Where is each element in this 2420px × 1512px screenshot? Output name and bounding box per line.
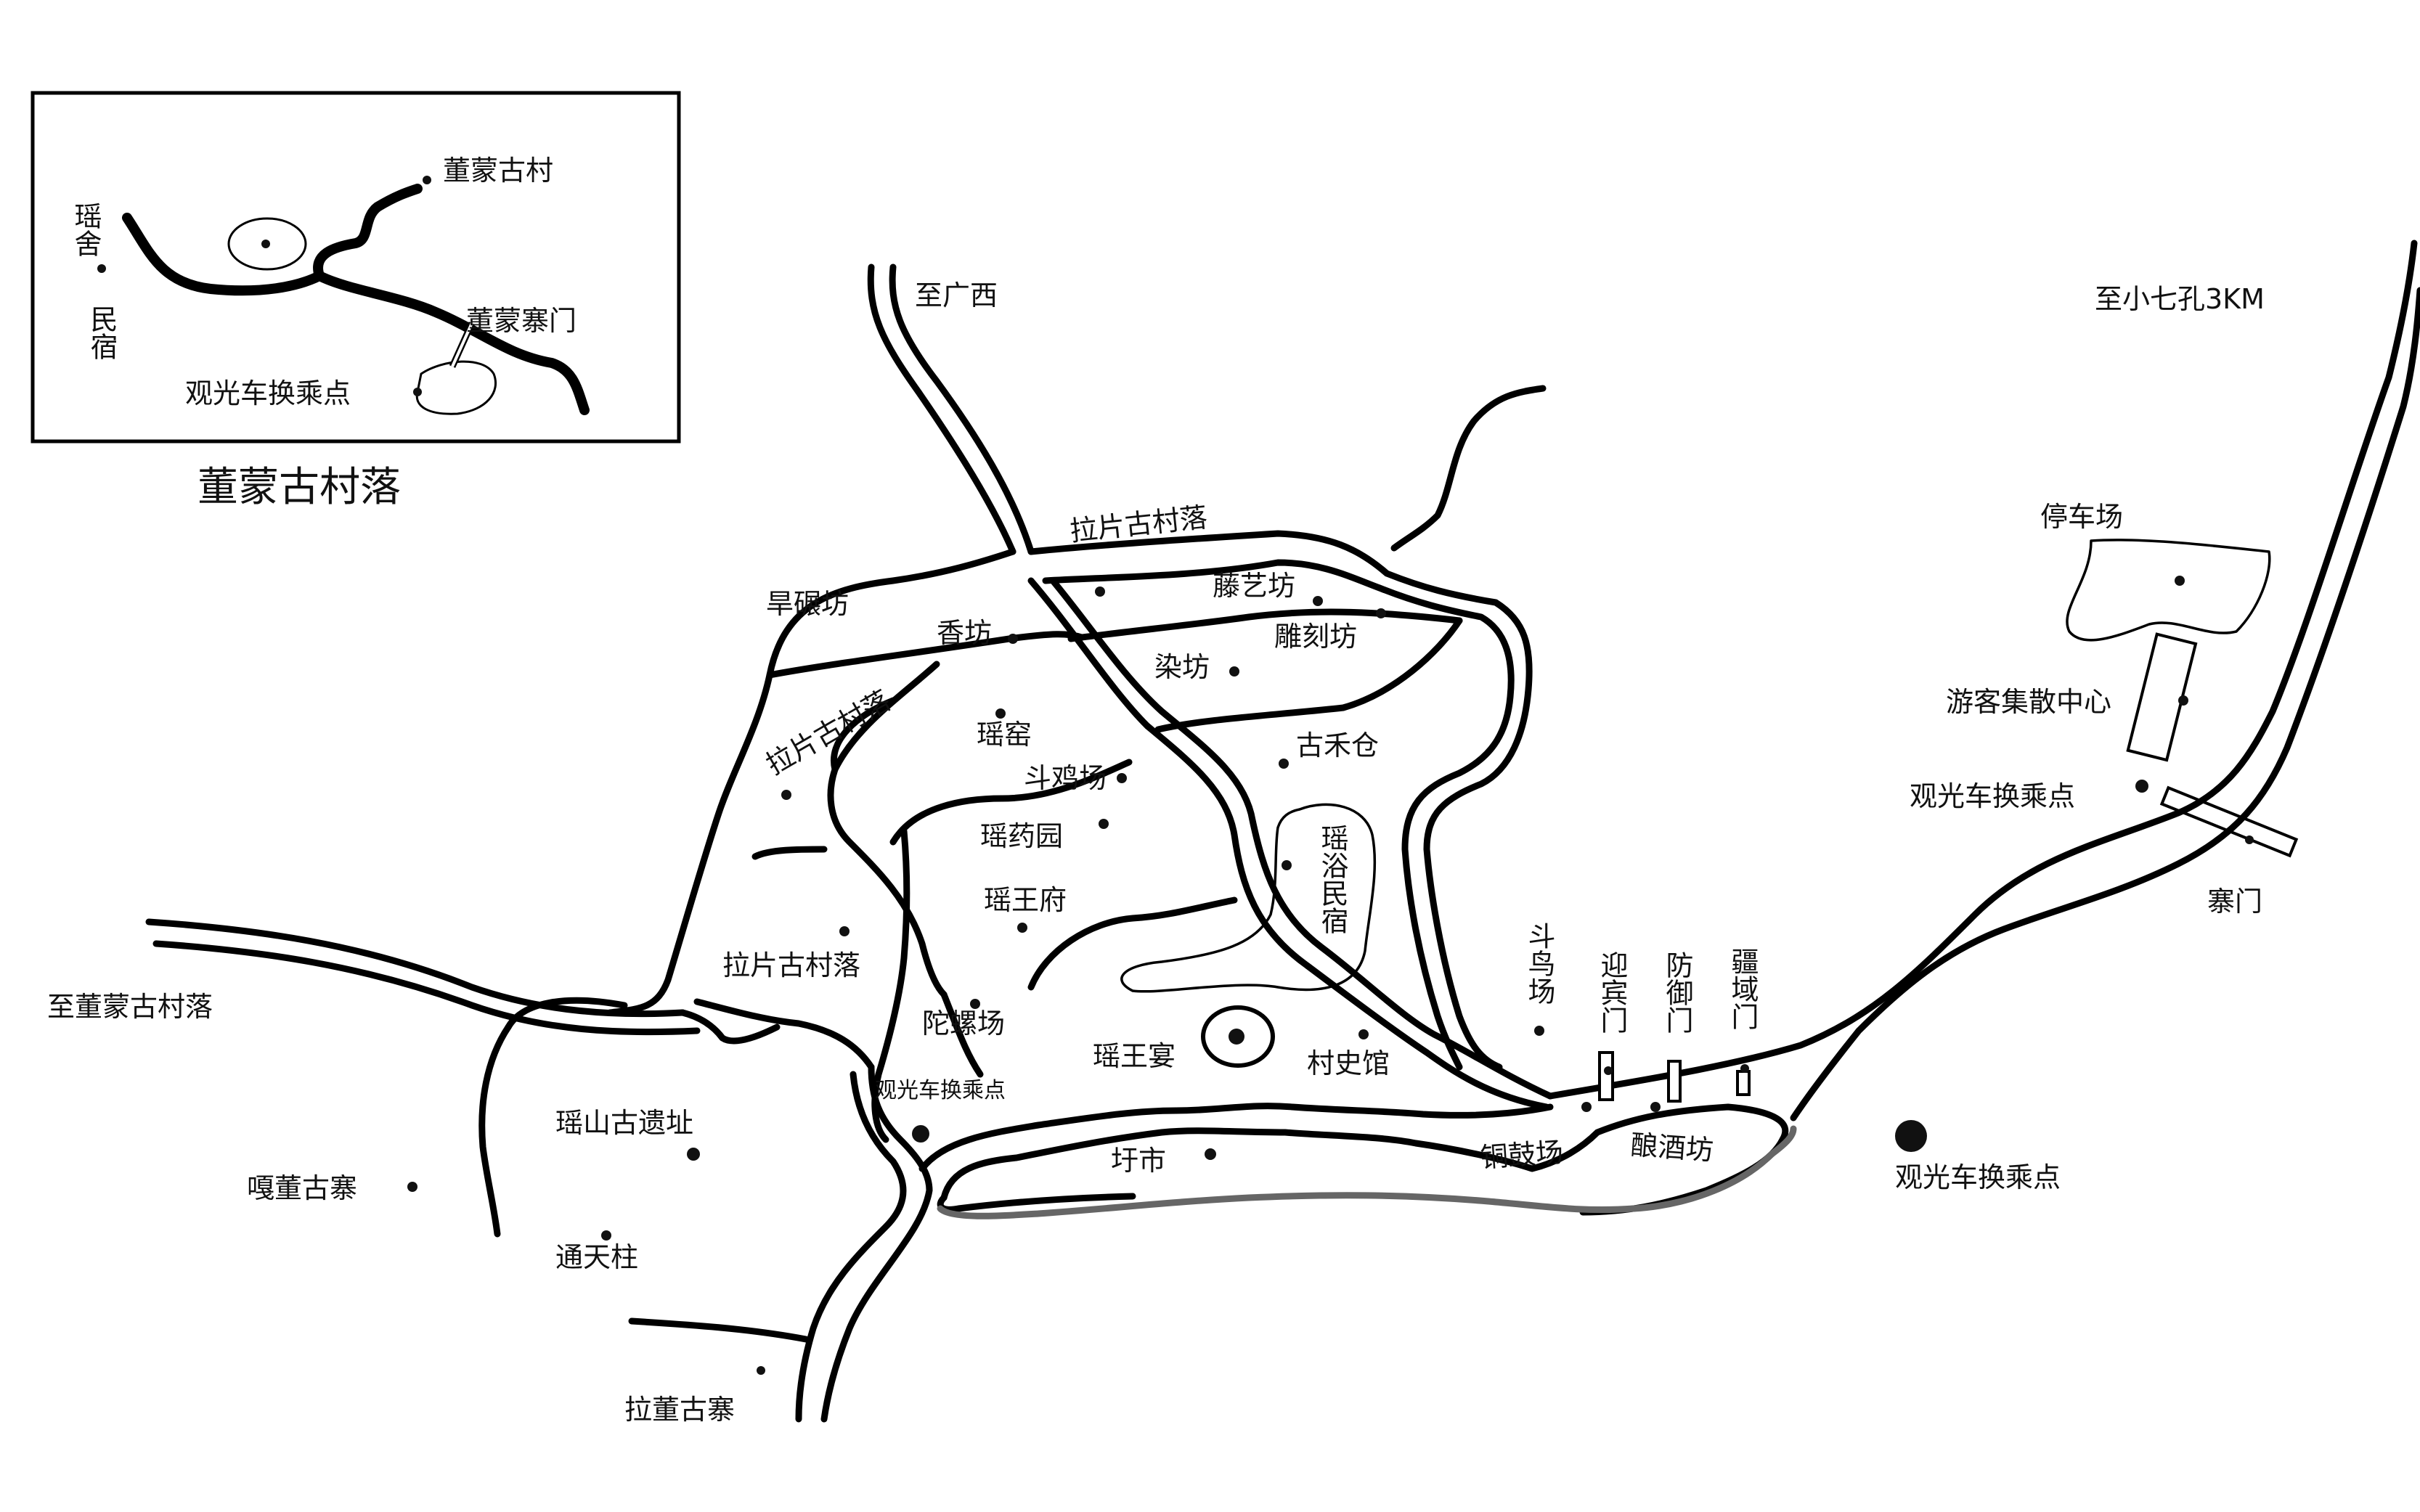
label-ranfang: 染坊 (1154, 651, 1210, 683)
label-gadong: 嘎董古寨 (247, 1172, 357, 1204)
inset-minsu-dot (97, 264, 106, 273)
inset-gate-label: 董蒙寨门 (466, 305, 577, 337)
label-yaowangfu: 瑶王府 (984, 884, 1067, 916)
gate-bar (2159, 785, 2299, 858)
inset-frame (30, 91, 681, 444)
yaowangyan-ring (1201, 1005, 1275, 1068)
label-zhaimen: 寨门 (2207, 886, 2262, 918)
label-tongtian: 通天柱 (555, 1241, 638, 1273)
label-yaoyao: 瑶窑 (977, 719, 1032, 751)
label-gumucang: 古禾仓 (1296, 730, 1379, 761)
inset-village-label: 董蒙古村 (443, 155, 553, 187)
label-fangyu: 防御门 (1661, 951, 1693, 1034)
label-yingbin: 迎宾门 (1596, 951, 1628, 1034)
fangyu-gate (1667, 1060, 1682, 1103)
inset-road (122, 213, 590, 415)
inset-area-dot (261, 240, 270, 248)
inset-minsu-label: 民宿 (86, 305, 118, 360)
inset-shuttle-dot (413, 388, 422, 396)
inset-road-branch (313, 184, 423, 281)
label-tuoluochang: 陀螺场 (922, 1008, 1005, 1039)
label-lapian-mid: 拉片古村落 (722, 949, 860, 981)
jiangyu-gate (1736, 1070, 1751, 1096)
inset-area (227, 217, 307, 271)
label-tingchechang: 停车场 (2040, 501, 2123, 533)
label-doujichang: 斗鸡场 (1024, 762, 1107, 794)
yaoyu-area (1120, 803, 1377, 993)
label-douniao: 斗鸟场 (1523, 922, 1555, 1005)
inset-village-dot (423, 176, 431, 184)
label-to-dongmeng: 至董蒙古村落 (47, 991, 213, 1023)
map-labels: 至广西 至小七孔3KM 至董蒙古村落 拉片古村落 旱碾坊 香坊 藤艺坊 雕刻坊 … (47, 279, 2265, 1426)
label-yaowangyan: 瑶王宴 (1093, 1040, 1176, 1072)
label-shuttle-big: 观光车换乘点 (1895, 1161, 2061, 1193)
label-yaoyu: 瑶浴民宿 (1316, 824, 1348, 934)
roads (145, 240, 2420, 1423)
map-points (407, 576, 2254, 1375)
label-jiangyu: 疆域门 (1727, 947, 1759, 1030)
parking-area (2066, 539, 2271, 642)
label-yaoshan: 瑶山古遗址 (555, 1107, 693, 1139)
label-to-guangxi: 至广西 (915, 279, 998, 311)
label-tonggu: 铜鼓场 (1480, 1136, 1565, 1174)
label-ladong: 拉董古寨 (624, 1394, 735, 1426)
inset-shuttle-label: 观光车换乘点 (185, 377, 351, 409)
yingbin-gate (1598, 1051, 1614, 1101)
label-xiangfang: 香坊 (937, 617, 992, 649)
label-tengyifang: 藤艺坊 (1213, 570, 1295, 602)
label-niangjiu: 酿酒坊 (1629, 1129, 1714, 1166)
features (1120, 539, 2299, 1103)
inset-shuttle-area (415, 360, 497, 415)
label-hanniangfang: 旱碾坊 (766, 588, 849, 620)
inset-caption: 董蒙古村落 (197, 464, 401, 511)
label-lapian-left: 拉片古村落 (761, 685, 897, 781)
label-to-xiaoqikong: 至小七孔3KM (2095, 283, 2265, 315)
label-shuttle-center: 观光车换乘点 (875, 1078, 1006, 1103)
label-cunshiguan: 村史馆 (1307, 1047, 1390, 1079)
label-shuttle-right: 观光车换乘点 (1910, 780, 2075, 812)
inset-map: 董蒙古村 董蒙寨门 观光车换乘点 瑶舍 民宿 (30, 91, 681, 444)
inset-yaoshe-label: 瑶舍 (70, 202, 102, 257)
label-xushi: 圩市 (1111, 1145, 1166, 1177)
label-youke: 游客集散中心 (1946, 686, 2111, 718)
label-diaokefang: 雕刻坊 (1274, 621, 1357, 653)
label-yaoyaoyuan: 瑶药园 (980, 820, 1063, 852)
